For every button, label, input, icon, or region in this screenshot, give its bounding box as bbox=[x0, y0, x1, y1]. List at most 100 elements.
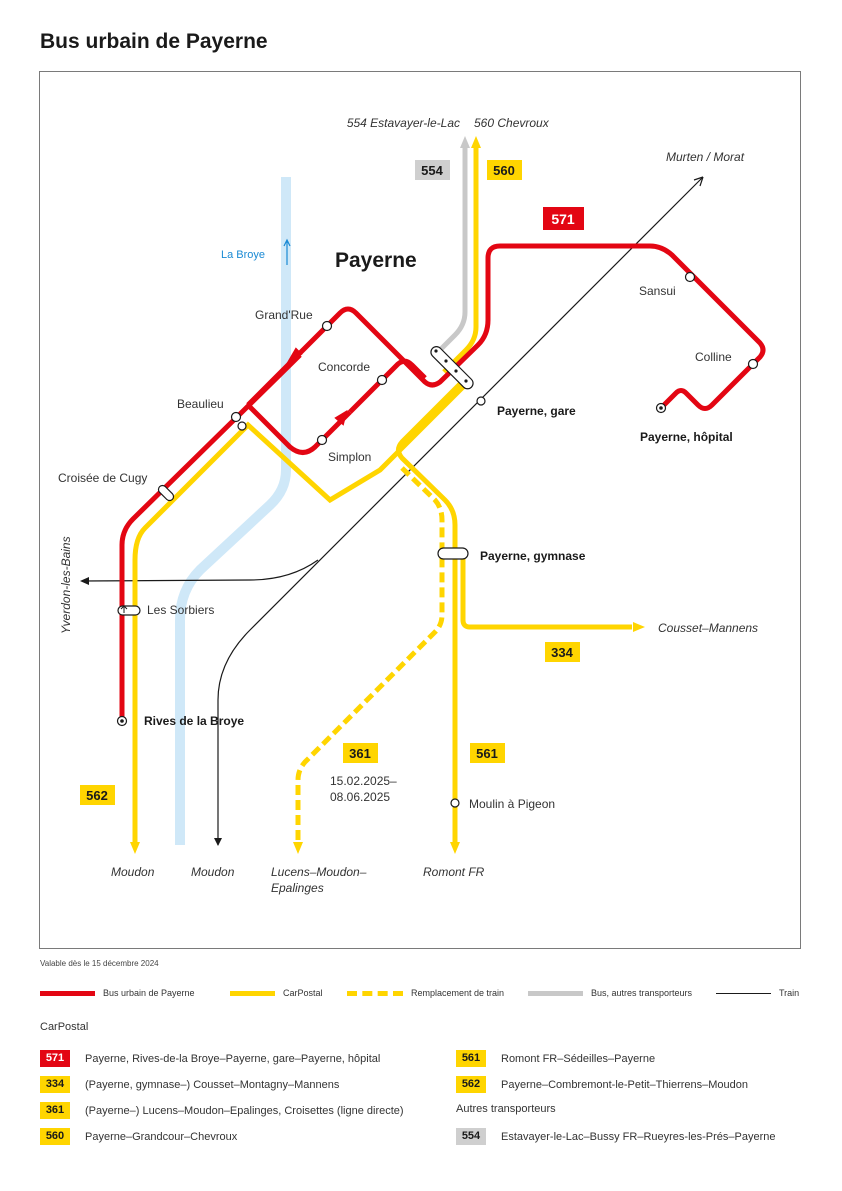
dest-romont-label: Romont FR bbox=[423, 865, 485, 879]
badge-562-label: 562 bbox=[86, 788, 108, 803]
line-560-arrow-icon bbox=[471, 136, 481, 148]
line-560 bbox=[442, 145, 479, 374]
dest-moudon-bus-label: Moudon bbox=[111, 865, 155, 879]
stop-hopital-label: Payerne, hôpital bbox=[640, 430, 733, 444]
stop-moulin-marker[interactable] bbox=[450, 798, 460, 808]
station-gare-marker[interactable] bbox=[476, 396, 486, 406]
stop-grand-rue-label: Grand'Rue bbox=[255, 308, 313, 322]
badge-361 bbox=[343, 743, 378, 763]
route-row: 571 Payerne, Rives-de-la Broye–Payerne, … bbox=[40, 1050, 380, 1067]
stop-gymnase-marker[interactable] bbox=[437, 547, 469, 560]
railway-arrow-murten-icon bbox=[693, 176, 704, 187]
stop-moulin-label: Moulin à Pigeon bbox=[469, 797, 555, 811]
stop-gymnase-label: Payerne, gymnase bbox=[480, 549, 586, 563]
route-description: Payerne–Combremont-le-Petit–Thierrens–Mo… bbox=[501, 1078, 749, 1091]
legend-other-label: Bus, autres transporteurs bbox=[591, 988, 693, 998]
badge-554 bbox=[415, 160, 450, 180]
line-554-arrow-icon bbox=[460, 136, 470, 148]
stop-simplon-marker[interactable] bbox=[316, 434, 328, 446]
page-title: Bus urbain de Payerne bbox=[40, 30, 268, 53]
line-561 bbox=[396, 380, 464, 845]
badge-334-label: 334 bbox=[551, 645, 573, 660]
town-label: Payerne bbox=[335, 249, 417, 272]
route-row: 562 Payerne–Combremont-le-Petit–Thierren… bbox=[456, 1076, 748, 1093]
stop-sorbiers-marker[interactable] bbox=[117, 605, 141, 616]
stop-sansui-label: Sansui bbox=[639, 284, 676, 298]
stop-sorbiers-label: Les Sorbiers bbox=[147, 603, 214, 617]
legend-carpostal-label: CarPostal bbox=[283, 988, 323, 998]
stop-beaulieu-marker[interactable] bbox=[230, 411, 242, 423]
route-row: 334 (Payerne, gymnase–) Cousset–Montagny… bbox=[40, 1076, 339, 1093]
stop-gare-label: Payerne, gare bbox=[497, 404, 576, 418]
stop-gare-marker[interactable] bbox=[429, 344, 476, 391]
line-361 bbox=[295, 466, 445, 845]
stop-rives-label: Rives de la Broye bbox=[144, 714, 244, 728]
route-row: 560 Payerne–Grandcour–Chevroux bbox=[40, 1128, 237, 1145]
legend-carpostal-swatch bbox=[230, 990, 275, 996]
badge-571-label: 571 bbox=[551, 211, 575, 227]
stop-gare-dot bbox=[434, 349, 438, 353]
railway-murten-moudon bbox=[217, 176, 704, 845]
route-row: 561 Romont FR–Sédeilles–Payerne bbox=[456, 1050, 655, 1067]
stop-concorde-marker[interactable] bbox=[376, 374, 388, 386]
route-description: (Payerne–) Lucens–Moudon–Epalinges, Croi… bbox=[85, 1104, 404, 1117]
legend-urban-swatch bbox=[40, 990, 95, 996]
badge-571 bbox=[543, 207, 584, 230]
legend-urban: Bus urbain de Payerne bbox=[40, 988, 195, 998]
legend-train-label: Train bbox=[779, 988, 800, 998]
line-361-arrow-icon bbox=[293, 842, 303, 854]
dest-560-label: 560 Chevroux bbox=[474, 116, 550, 130]
stop-croisee-marker[interactable] bbox=[157, 484, 175, 502]
legend: Bus urbain de Payerne CarPostal Remplace… bbox=[40, 988, 802, 1002]
dest-moudon-train-label: Moudon bbox=[191, 865, 235, 879]
stop-colline-marker[interactable] bbox=[747, 358, 759, 370]
badge-560 bbox=[487, 160, 522, 180]
route-description: Payerne, Rives-de-la Broye–Payerne, gare… bbox=[85, 1052, 381, 1065]
dest-554-label: 554 Estavayer-le-Lac bbox=[347, 116, 460, 130]
dest-yverdon-label: Yverdon-les-Bains bbox=[59, 536, 73, 634]
line-562-main bbox=[132, 378, 472, 845]
stop-beaulieu-marker-2[interactable] bbox=[237, 421, 247, 431]
dest-lucens-label-2: Epalinges bbox=[271, 881, 324, 895]
stop-gare-dot bbox=[454, 369, 458, 373]
badge-361-label: 361 bbox=[349, 746, 371, 761]
map-frame bbox=[39, 71, 801, 949]
line-334 bbox=[460, 555, 632, 630]
network-map: 554 560 571 334 361 561 562 Payerne La B… bbox=[58, 116, 766, 895]
badge-562 bbox=[80, 785, 115, 805]
stop-croisee-label: Croisée de Cugy bbox=[58, 471, 147, 485]
stop-rives-terminus-dot bbox=[120, 719, 124, 723]
stop-concorde-label: Concorde bbox=[318, 360, 370, 374]
route-line-badge: 334 bbox=[40, 1076, 70, 1093]
stop-hopital-terminus-dot bbox=[659, 406, 663, 410]
legend-replacement: Remplacement de train bbox=[347, 988, 504, 998]
route-line-badge: 361 bbox=[40, 1102, 70, 1119]
badge-561 bbox=[470, 743, 505, 763]
route-line-badge: 560 bbox=[40, 1128, 70, 1145]
stop-grand-rue-marker[interactable] bbox=[321, 320, 333, 332]
route-row: 554 Estavayer-le-Lac–Bussy FR–Rueyres-le… bbox=[456, 1128, 776, 1145]
legend-other-swatch bbox=[528, 990, 583, 996]
validity-note: Valable dès le 15 décembre 2024 bbox=[40, 959, 159, 968]
line-571-concorde-segment bbox=[348, 358, 427, 414]
dest-murten-label: Murten / Morat bbox=[666, 150, 745, 164]
route-line-badge: 561 bbox=[456, 1050, 486, 1067]
dest-lucens-label: Lucens–Moudon– bbox=[271, 865, 367, 879]
route-description: Payerne–Grandcour–Chevroux bbox=[85, 1130, 238, 1143]
route-line-badge: 571 bbox=[40, 1050, 70, 1067]
legend-other: Bus, autres transporteurs bbox=[528, 988, 692, 998]
river-broye bbox=[175, 177, 291, 845]
dest-cousset-label: Cousset–Mannens bbox=[658, 621, 758, 635]
stop-gare-dot bbox=[444, 359, 448, 363]
legend-train-swatch bbox=[716, 992, 771, 994]
route-line-badge: 554 bbox=[456, 1128, 486, 1145]
sorbiers-direction-icon bbox=[120, 605, 128, 613]
direction-arrow-icon bbox=[286, 347, 303, 364]
legend-replacement-label: Remplacement de train bbox=[411, 988, 505, 998]
river-label: La Broye bbox=[221, 249, 265, 261]
stop-simplon-label: Simplon bbox=[328, 450, 371, 464]
stop-colline-label: Colline bbox=[695, 350, 732, 364]
stop-sansui-marker[interactable] bbox=[684, 271, 696, 283]
stop-beaulieu-label: Beaulieu bbox=[177, 397, 224, 411]
legend-train: Train bbox=[716, 988, 799, 998]
